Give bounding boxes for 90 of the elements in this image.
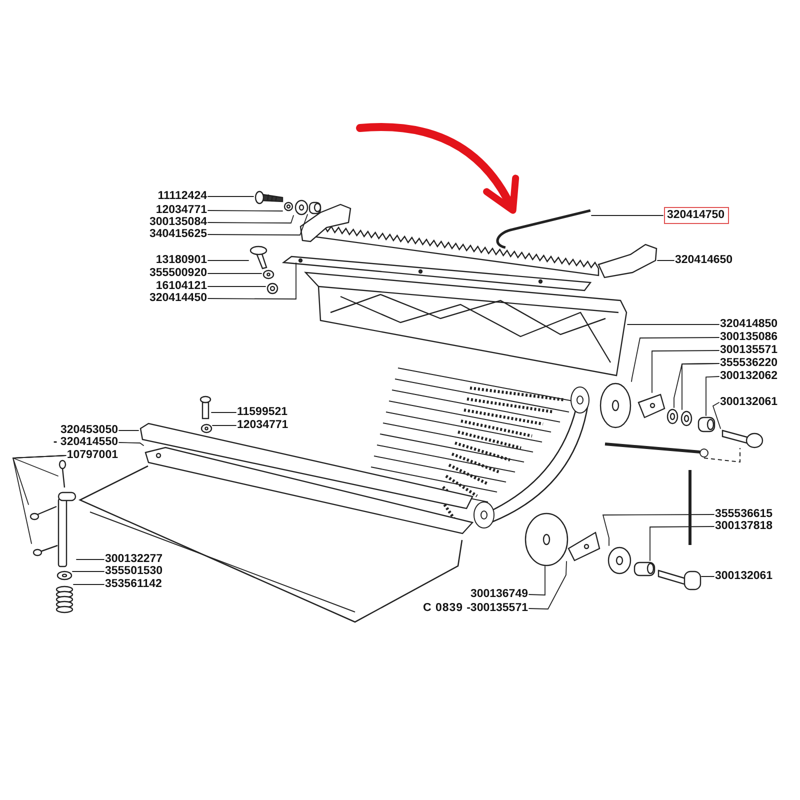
spring xyxy=(54,584,74,614)
leader-line xyxy=(706,376,720,416)
part-number: 300132062 xyxy=(720,370,778,383)
part-number: 11112424 xyxy=(158,190,207,203)
leader-line xyxy=(528,561,567,610)
part-number: 355536220 xyxy=(720,357,778,370)
leader-line xyxy=(208,262,296,300)
leader-line xyxy=(208,260,249,261)
part-number: 13180901 xyxy=(156,254,207,267)
leader-line xyxy=(12,455,66,544)
leader-line xyxy=(627,324,720,325)
leader-line xyxy=(72,571,104,572)
bolt xyxy=(656,568,702,590)
highlighted-part-number: 320414750 xyxy=(664,207,729,224)
part-number: 11599521 xyxy=(237,406,288,419)
leader-line xyxy=(701,576,714,577)
leader-line xyxy=(76,559,104,560)
part-number: 320414450 xyxy=(149,292,207,305)
cotter-pin xyxy=(32,544,58,556)
part-number: 353561142 xyxy=(105,578,162,591)
flat-bar xyxy=(282,254,592,292)
toothed-bar xyxy=(298,202,658,278)
drawing-code: C 0839 xyxy=(423,602,464,615)
leader-line xyxy=(208,273,262,274)
bolt xyxy=(254,190,284,204)
part-number: 355501530 xyxy=(105,565,163,578)
bolt xyxy=(198,394,212,420)
leader-line xyxy=(208,214,308,236)
part-number: 300132277 xyxy=(105,553,163,566)
leader-line xyxy=(118,442,144,446)
leader-line xyxy=(602,514,714,546)
leader-line xyxy=(682,363,720,410)
part-number: 300135084 xyxy=(149,216,207,229)
leader-line xyxy=(591,215,664,216)
bolt xyxy=(720,428,764,448)
spacer-sleeve xyxy=(308,200,322,214)
leader-line xyxy=(631,337,720,382)
part-number: 340415625 xyxy=(149,228,207,241)
part-number: 300135571 xyxy=(720,344,778,357)
bushing xyxy=(632,560,656,576)
nut xyxy=(266,282,278,294)
part-number: 300136749 xyxy=(470,588,528,601)
bracket-clip xyxy=(566,530,600,562)
leader-line xyxy=(118,430,139,431)
part-number: 355500920 xyxy=(149,267,207,280)
part-number: 320414650 xyxy=(675,254,733,267)
disc xyxy=(598,382,632,428)
part-number: 300137818 xyxy=(715,520,773,533)
lock-washer xyxy=(282,200,294,212)
part-number: 300132061 xyxy=(715,570,773,583)
part-number: 320453050 xyxy=(60,424,118,437)
bracket-clip xyxy=(636,392,666,418)
washer xyxy=(606,546,632,574)
washer xyxy=(666,408,678,424)
cotter-pin xyxy=(28,504,58,520)
leader-line xyxy=(73,584,104,585)
part-number: 300132061 xyxy=(720,396,778,409)
washer xyxy=(56,570,72,580)
leader-line xyxy=(652,350,720,393)
wire-rod xyxy=(496,208,592,248)
washer xyxy=(200,422,212,434)
leader-line xyxy=(208,196,254,197)
leader-line xyxy=(208,286,266,287)
part-number: 355536615 xyxy=(715,508,773,521)
leader-line xyxy=(712,402,721,429)
pin xyxy=(56,490,76,568)
leader-line xyxy=(211,412,236,413)
cotter-pin xyxy=(58,458,66,488)
highlight-arrow xyxy=(356,123,518,214)
part-number: 300135086 xyxy=(720,331,778,344)
angle-bar xyxy=(144,446,474,534)
part-number: -300135571 xyxy=(466,602,528,615)
carriage-bolt xyxy=(248,244,268,270)
washer xyxy=(262,268,274,280)
leader-line xyxy=(212,425,236,426)
leader-line xyxy=(650,526,714,561)
bushing xyxy=(696,416,716,432)
leader-line xyxy=(208,215,294,224)
washer xyxy=(294,198,308,216)
part-number: 16104121 xyxy=(156,280,207,293)
leader-line xyxy=(657,260,674,261)
part-number: - 320414550 xyxy=(53,436,118,449)
part-number: 12034771 xyxy=(156,204,207,217)
part-number: 10797001 xyxy=(66,449,118,462)
cover-bar xyxy=(138,422,474,510)
part-number: 320414850 xyxy=(720,318,778,331)
washer xyxy=(680,410,692,426)
part-number: 12034771 xyxy=(237,419,288,432)
leader-line xyxy=(528,566,546,596)
leader-line xyxy=(208,210,283,212)
